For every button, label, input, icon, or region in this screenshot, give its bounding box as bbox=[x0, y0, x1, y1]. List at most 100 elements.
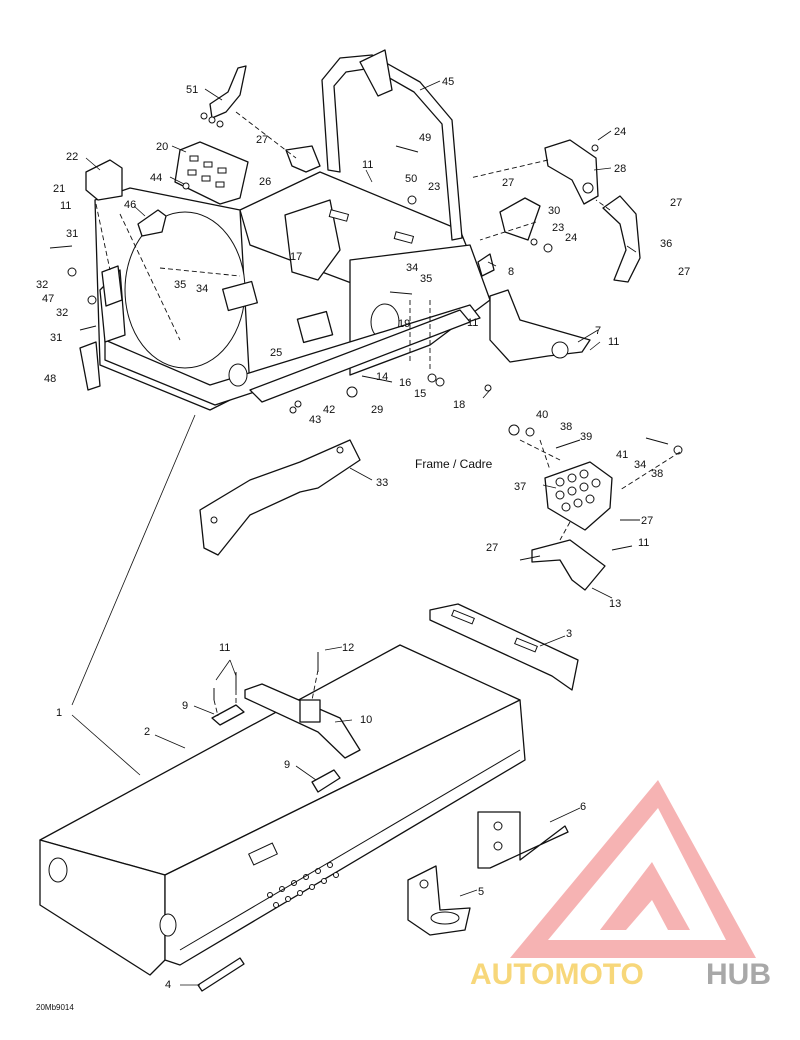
clip-9b-part bbox=[311, 769, 341, 793]
tunnel-slot bbox=[248, 842, 278, 866]
callout-34: 34 bbox=[406, 262, 418, 274]
callout-32: 32 bbox=[56, 307, 68, 319]
bracket-28-part bbox=[544, 139, 599, 205]
callout-49: 49 bbox=[419, 132, 431, 144]
callout-8: 8 bbox=[508, 266, 514, 278]
callout-38: 38 bbox=[560, 421, 572, 433]
callout-1: 1 bbox=[56, 707, 62, 719]
callout-23: 23 bbox=[428, 181, 440, 193]
bracket-22-part bbox=[85, 159, 123, 201]
callout-45: 45 bbox=[442, 76, 454, 88]
callout-14: 14 bbox=[376, 371, 388, 383]
callout-7: 7 bbox=[595, 325, 601, 337]
callout-3: 3 bbox=[566, 628, 572, 640]
callout-34: 34 bbox=[634, 459, 646, 471]
callout-9: 9 bbox=[182, 700, 188, 712]
callout-10: 10 bbox=[360, 714, 372, 726]
callout-12: 12 bbox=[342, 642, 354, 654]
callout-27: 27 bbox=[641, 515, 653, 527]
callout-22: 22 bbox=[66, 151, 78, 163]
callout-9: 9 bbox=[284, 759, 290, 771]
callout-11: 11 bbox=[638, 537, 649, 549]
tunnel-rail bbox=[179, 749, 521, 951]
hardware-fasteners bbox=[49, 144, 683, 700]
tunnel-side bbox=[164, 699, 526, 966]
bracket-47-part bbox=[101, 265, 123, 307]
callout-27: 27 bbox=[486, 542, 498, 554]
bracket-48-part bbox=[79, 341, 101, 391]
callout-37: 37 bbox=[514, 481, 526, 493]
frame-lower-rail bbox=[249, 309, 471, 403]
callout-24: 24 bbox=[614, 126, 626, 138]
callout-38: 38 bbox=[651, 468, 663, 480]
tunnel-left-end bbox=[39, 839, 166, 976]
callout-44: 44 bbox=[150, 172, 162, 184]
frame-center-pan bbox=[284, 199, 341, 281]
callout-29: 29 bbox=[371, 404, 383, 416]
callout-6: 6 bbox=[580, 801, 586, 813]
callout-2: 2 bbox=[144, 726, 150, 738]
tunnel-part bbox=[39, 644, 526, 976]
callout-42: 42 bbox=[323, 404, 335, 416]
callout-48: 48 bbox=[44, 373, 56, 385]
bracket-7-part bbox=[489, 289, 591, 363]
callout-43: 43 bbox=[309, 414, 321, 426]
watermark-logo: AUTOMOTO HUB bbox=[470, 780, 771, 991]
callout-27: 27 bbox=[678, 266, 690, 278]
cable-51-part bbox=[209, 65, 247, 119]
clip-9a-part bbox=[211, 704, 245, 726]
tunnel-hole-left bbox=[48, 857, 68, 883]
bracket-26-part bbox=[285, 145, 321, 173]
callout-16: 16 bbox=[399, 377, 411, 389]
callout-46: 46 bbox=[124, 199, 136, 211]
watermark-inner-mark bbox=[600, 862, 690, 930]
document-code: 20Mb9014 bbox=[36, 1003, 74, 1012]
rail-33-part bbox=[199, 439, 361, 556]
bracket-8-part bbox=[477, 253, 495, 277]
watermark-text-b: HUB bbox=[706, 958, 771, 991]
callout-11: 11 bbox=[60, 200, 71, 212]
callout-25: 25 bbox=[270, 347, 282, 359]
bracket-13-part bbox=[531, 539, 606, 591]
callout-30: 30 bbox=[548, 205, 560, 217]
callout-15: 15 bbox=[414, 388, 426, 400]
callout-27: 27 bbox=[670, 197, 682, 209]
leader-lines bbox=[71, 80, 637, 986]
callout-33: 33 bbox=[376, 477, 388, 489]
bracket-3-part bbox=[429, 603, 579, 691]
assembly-lines bbox=[95, 111, 681, 717]
callout-27: 27 bbox=[256, 134, 268, 146]
bracket-46-part bbox=[137, 209, 167, 237]
callout-labels: 51 45 27 20 22 44 49 24 26 11 50 23 28 2… bbox=[36, 76, 690, 1012]
callout-18: 18 bbox=[453, 399, 465, 411]
callout-51: 51 bbox=[186, 84, 198, 96]
watermark-text-a: AUTOMOTO bbox=[470, 958, 644, 991]
tunnel-hole-side bbox=[159, 913, 177, 937]
callout-28: 28 bbox=[614, 163, 626, 175]
callout-4: 4 bbox=[165, 979, 171, 991]
callout-11: 11 bbox=[467, 317, 478, 329]
callout-17: 17 bbox=[290, 251, 302, 263]
watermark-triangle bbox=[510, 780, 756, 958]
callout-47: 47 bbox=[42, 293, 54, 305]
callout-41: 41 bbox=[616, 449, 628, 461]
bracket-6-part bbox=[477, 811, 569, 869]
callout-50: 50 bbox=[405, 173, 417, 185]
callout-32: 32 bbox=[36, 279, 48, 291]
rod-part bbox=[197, 957, 245, 992]
callout-26: 26 bbox=[259, 176, 271, 188]
callout-24: 24 bbox=[565, 232, 577, 244]
skid-plate-37-part bbox=[544, 461, 613, 531]
callout-35: 35 bbox=[420, 273, 432, 285]
callout-20: 20 bbox=[156, 141, 168, 153]
callout-11: 11 bbox=[362, 159, 373, 171]
callout-23: 23 bbox=[552, 222, 564, 234]
callout-21: 21 bbox=[53, 183, 65, 195]
callout-35: 35 bbox=[174, 279, 186, 291]
callout-11: 11 bbox=[608, 336, 619, 348]
callout-11: 11 bbox=[219, 642, 230, 654]
bracket-36-part bbox=[602, 195, 641, 283]
callout-19: 19 bbox=[398, 318, 410, 330]
